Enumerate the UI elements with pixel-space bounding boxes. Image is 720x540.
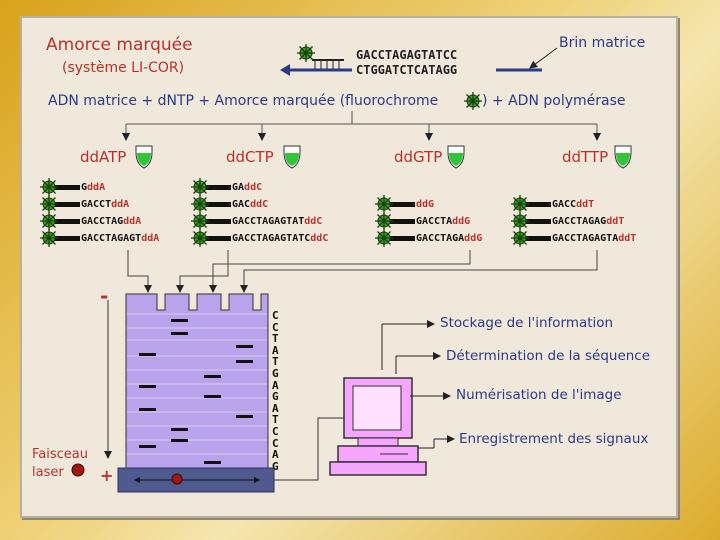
fluorochrome-icon-reaction [463,91,483,111]
tube-icon-gtp [447,145,465,169]
brin-arrow [529,47,558,69]
fluorochrome-icon-primer [296,43,316,63]
read-base-2: C [272,320,279,334]
step-stockage: Stockage de l'information [440,315,614,331]
read-base-11: C [272,424,279,438]
read-base-6: G [272,366,279,380]
read-base-3: T [272,332,279,346]
step-arrows [381,320,455,449]
tube-icon-ctp [283,145,301,169]
read-base-9: A [272,401,279,415]
fragment-g-1: ddG [416,199,435,210]
fragment-a-4: GACCTAGAGTddA [81,233,160,244]
faisceau-label: Faisceau [32,447,88,462]
read-base-1: C [272,309,279,322]
read-base-8: G [272,390,279,404]
reaction-left: ADN matrice + dNTP + Amorce marquée (flu… [48,93,439,109]
fragment-primers-c [190,177,231,248]
fragment-t-2: GACCTAGAGddT [552,216,625,227]
reaction-right: ) + ADN polymérase [482,93,626,109]
step-determination: Détermination de la séquence [446,348,651,364]
fragment-a-3: GACCTAGddA [81,216,142,227]
fragment-a-2: GACCTddA [81,199,130,210]
plus-electrode: + [100,466,114,485]
fragment-g-2: GACCTAddG [416,216,471,227]
fragment-c-4: GACCTAGAGTATCddC [232,233,329,244]
diagram-graphics [39,43,632,493]
read-base-4: A [272,343,279,357]
read-base-5: T [272,355,279,369]
dd-label-ctp: ddCTP [226,148,274,166]
subtitle: (système LI-COR) [62,60,185,76]
fragment-t-3: GACCTAGAGTAddT [552,233,637,244]
laser-label: laser [32,465,64,480]
sequencing-gel [117,293,275,493]
dd-label-atp: ddATP [80,148,127,166]
step-numerisation: Numérisation de l'image [456,387,622,403]
fragment-a-1: GddA [81,182,106,193]
read-base-10: T [272,413,279,427]
brin-matrice-label: Brin matrice [559,35,646,51]
title: Amorce marquée [46,35,193,55]
read-base-14: G [272,459,279,473]
distribution-tree [122,111,601,141]
dd-label-ttp: ddTTP [562,148,609,166]
fragment-t-1: GACCddT [552,199,595,210]
slide: Amorce marquée (système LI-COR) GACCTAGA… [20,16,678,518]
signal-cable [274,417,344,481]
computer-icon [329,377,427,476]
fragment-primers-g [374,194,415,248]
tube-icon-ttp [614,145,632,169]
read-base-13: A [272,448,279,462]
tube-icon-atp [135,145,153,169]
strand-top: GACCTAGAGTATCC [356,48,458,62]
fragment-g-3: GACCTAGAddG [416,233,483,244]
minus-electrode: - [100,284,109,308]
step-enregistrement: Enregistrement des signaux [459,431,649,447]
fragment-c-3: GACCTAGAGTATddC [232,216,323,227]
fragment-c-2: GACddC [232,199,269,210]
read-base-12: C [272,436,279,450]
strand-bottom: CTGGATCTCATAGG [356,63,458,77]
load-lines [127,250,598,293]
fragment-primers-a [39,177,80,248]
laser-dot-icon [71,463,85,477]
fragment-c-1: GAddC [232,182,263,193]
read-base-7: A [272,378,279,392]
dd-label-gtp: ddGTP [394,148,443,166]
primer-illustration [280,43,352,76]
fragment-primers-t [510,194,551,248]
